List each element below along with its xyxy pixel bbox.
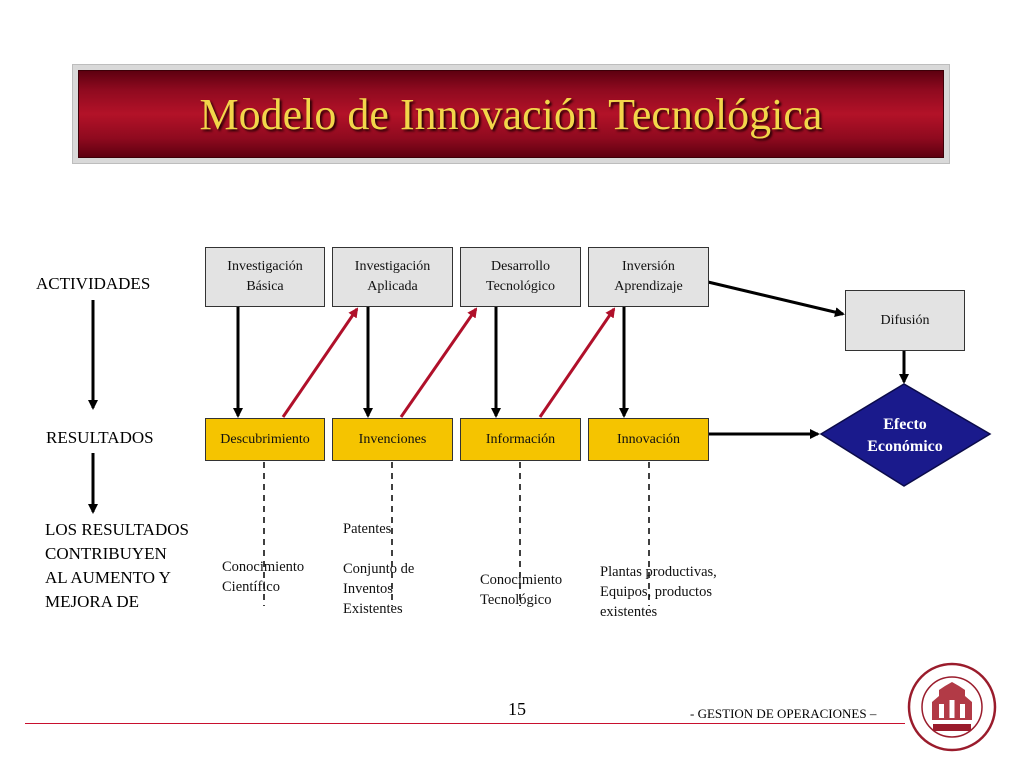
feedback-arrow-2 <box>399 307 478 418</box>
inversion-to-difusion-arrow <box>707 280 845 318</box>
feedback-arrow-3 <box>538 307 616 418</box>
difusion-box: Difusión <box>845 290 965 351</box>
activity-investigacion-basica: Investigación Básica <box>205 247 325 307</box>
contribute-row-label: LOS RESULTADOS CONTRIBUYEN AL AUMENTO Y … <box>45 520 189 611</box>
footer-rule <box>25 723 905 724</box>
slide-title: Modelo de Innovación Tecnológica <box>199 89 823 139</box>
efecto-economico-label: Efecto Económico <box>867 416 943 455</box>
page-number: 15 <box>508 699 526 719</box>
result-innovacion: Innovación <box>588 418 709 461</box>
feedback-arrow-1 <box>281 307 359 418</box>
result-invenciones: Invenciones <box>332 418 453 461</box>
result-informacion: Información <box>460 418 581 461</box>
title-bar <box>78 70 944 158</box>
efecto-diamond <box>819 383 992 487</box>
activities-row-label: ACTIVIDADES <box>36 274 151 293</box>
contribution-plantas-productivas: Plantas productivas, Equipos, productos … <box>600 564 717 620</box>
contribution-conocimiento-tecnologico: Conocimiento Tecnológico <box>480 572 563 608</box>
result-descubrimiento: Descubrimiento <box>205 418 325 461</box>
results-row-label: RESULTADOS <box>46 428 154 447</box>
contribution-conocimiento-cientifico: Conocimiento Científico <box>222 559 305 595</box>
activity-investigacion-aplicada: Investigación Aplicada <box>332 247 453 307</box>
contribution-patentes: Patentes Conjunto de Inventos Existentes <box>343 521 415 617</box>
activity-inversion-aprendizaje: Inversión Aprendizaje <box>588 247 709 307</box>
activity-desarrollo-tecnologico: Desarrollo Tecnológico <box>460 247 581 307</box>
university-seal-logo <box>907 662 997 752</box>
footer-text: - GESTION DE OPERACIONES – <box>690 706 877 721</box>
